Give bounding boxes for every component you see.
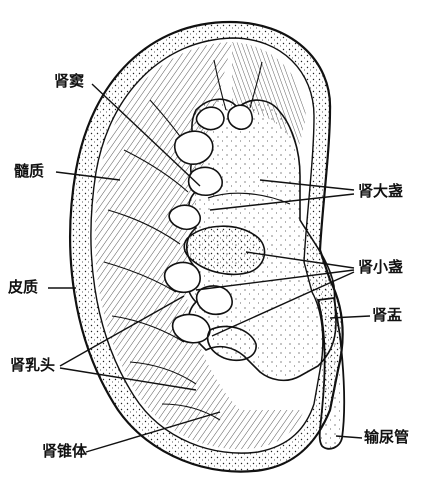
label-renal-papilla: 肾乳头: [10, 356, 55, 374]
label-renal-sinus: 肾窦: [54, 72, 84, 90]
label-renal-pyramid: 肾锥体: [42, 442, 87, 460]
label-major-calyx: 肾大盏: [358, 182, 403, 200]
label-renal-pelvis: 肾盂: [372, 306, 402, 324]
label-minor-calyx: 肾小盏: [358, 258, 403, 276]
label-cortex: 皮质: [8, 278, 38, 296]
label-medulla: 髓质: [14, 162, 44, 180]
label-ureter: 输尿管: [364, 428, 409, 446]
